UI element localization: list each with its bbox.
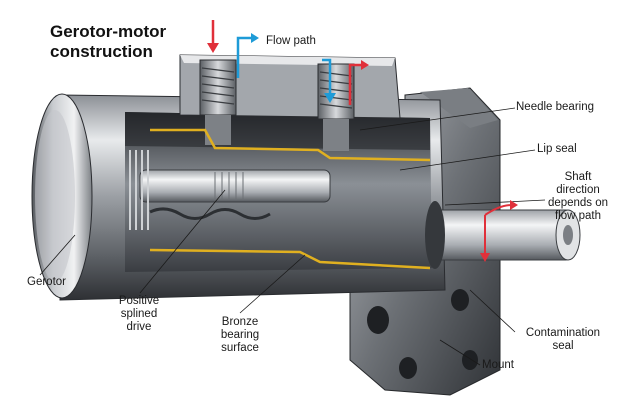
shaft-direction-line-3: depends on	[547, 197, 609, 209]
splined-drive-shaft	[129, 150, 331, 230]
flow-arrows	[207, 20, 369, 105]
bronze-line-3: surface	[221, 342, 259, 354]
shaft-direction-line-4: flow path	[554, 210, 602, 222]
splined-drive-line-3: drive	[126, 321, 152, 333]
shaft-direction-arrows	[480, 200, 518, 262]
bronze-line-1: Bronze	[221, 316, 259, 328]
shaft-direction-line-2: direction	[556, 184, 600, 196]
label-mount: Mount	[482, 359, 514, 371]
contamination-line-2: seal	[552, 340, 574, 352]
label-lip-seal: Lip seal	[537, 143, 577, 155]
splined-drive-line-2: splined	[120, 308, 158, 320]
label-flow-path: Flow path	[266, 35, 316, 47]
splined-drive-line-1: Positive	[118, 295, 160, 307]
output-shaft	[425, 201, 581, 269]
title-line-2: construction	[50, 42, 153, 61]
label-shaft-direction: Shaft direction depends on flow path	[538, 171, 618, 223]
title-line-1: Gerotor-motor	[50, 22, 167, 41]
bronze-line-2: bearing	[220, 329, 260, 341]
label-gerotor: Gerotor	[27, 276, 66, 288]
label-positive-splined-drive: Positive splined drive	[108, 295, 170, 334]
bronze-bearing-lines	[149, 128, 431, 270]
contamination-line-1: Contamination	[525, 327, 601, 339]
label-contamination-seal: Contamination seal	[514, 327, 612, 353]
label-needle-bearing: Needle bearing	[516, 101, 595, 113]
label-bronze-bearing-surface: Bronze bearing surface	[212, 316, 268, 355]
diagram-title: Gerotor-motor construction	[50, 22, 166, 62]
mount-bolt-holes	[367, 289, 478, 379]
leader-lines	[39, 107, 546, 366]
shaft-direction-line-1: Shaft	[564, 171, 592, 183]
